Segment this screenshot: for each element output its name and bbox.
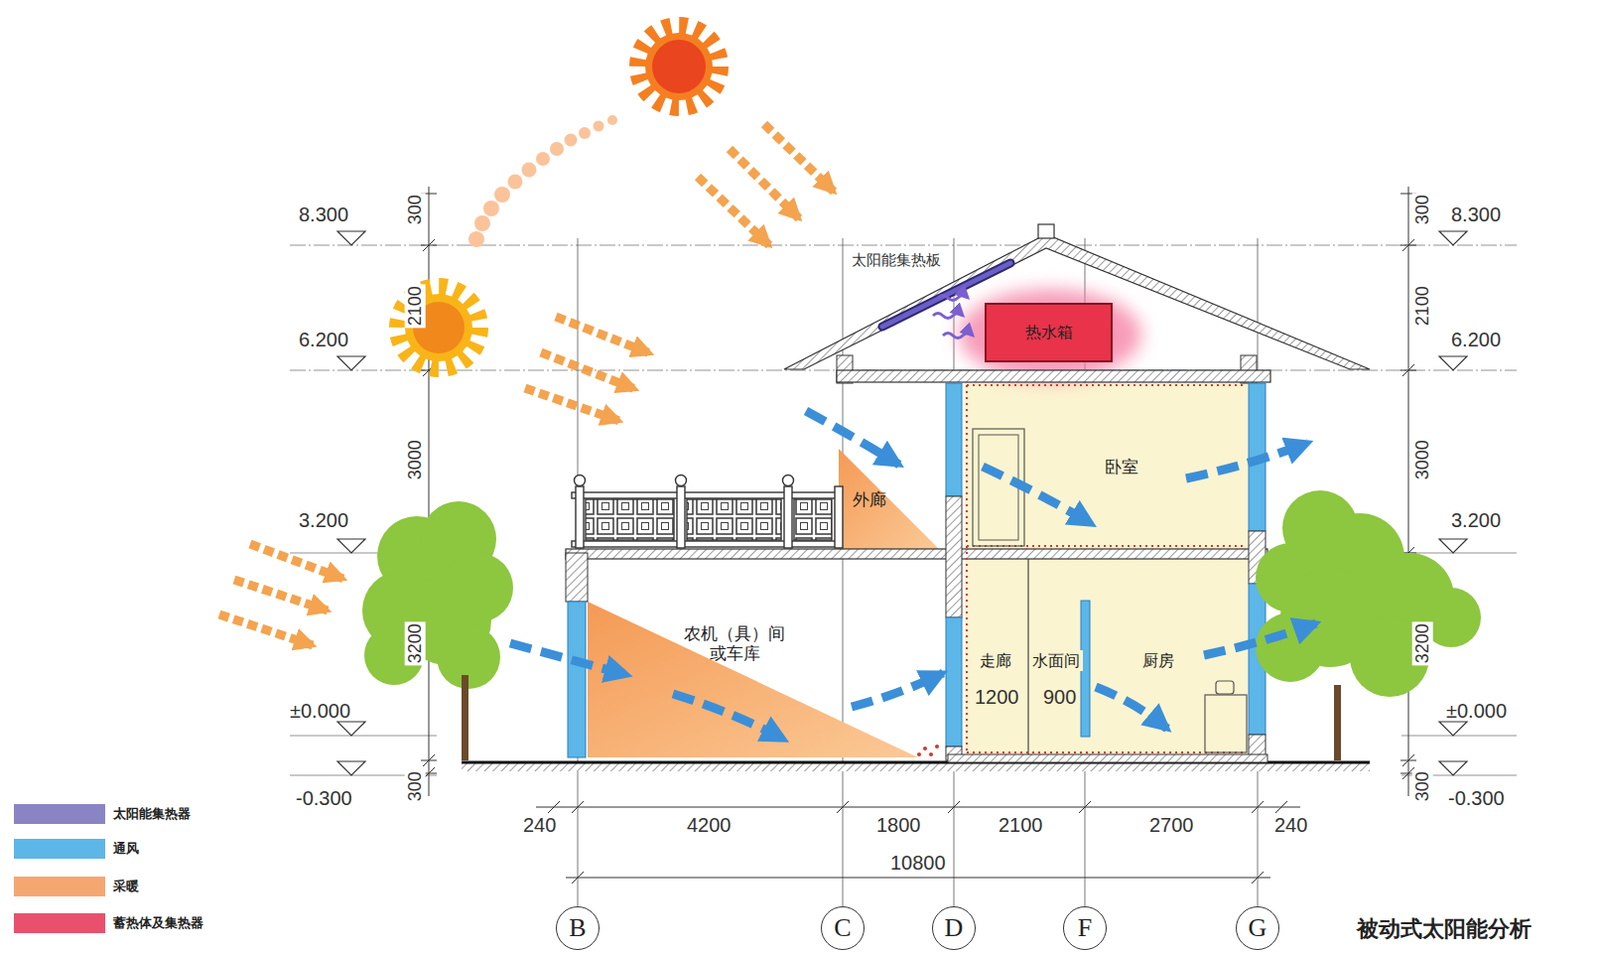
dimension-text: 300: [404, 769, 426, 803]
axis-bubble: D: [932, 906, 976, 950]
dimension-text: 3200: [404, 621, 426, 666]
dimension-value: 1200: [972, 685, 1022, 709]
node-text: 农机（具）间 或车库: [683, 623, 786, 664]
dimension-text: 2100: [1412, 283, 1434, 328]
dimension-text: 3200: [1412, 621, 1434, 666]
legend-swatch: [13, 803, 106, 824]
dimension-value: -0.300: [1448, 787, 1505, 810]
node-text: 热水箱: [1025, 322, 1073, 342]
dimension-value: 4200: [686, 813, 732, 837]
callout-text: 太阳能集热板: [849, 252, 943, 269]
node-text: D: [944, 912, 964, 943]
dimension-value: -0.300: [295, 787, 353, 810]
node-text: 水面间: [1032, 651, 1080, 670]
dimension-value: 900: [1041, 685, 1078, 709]
legend-swatch: [13, 876, 106, 897]
dimension-text: 3000: [404, 437, 426, 482]
dimension-value: 8.300: [1451, 203, 1501, 227]
dimension-value: 6.200: [298, 328, 349, 352]
dimension-value: 3.200: [1451, 509, 1501, 533]
axis-bubble: G: [1235, 906, 1280, 950]
dimension-value: 10800: [888, 851, 948, 875]
dimension-text: 2100: [404, 283, 426, 328]
dimension-value: 3.200: [298, 509, 349, 533]
room-label: 走廊: [976, 650, 1015, 671]
node-text: 外廊: [852, 489, 887, 510]
room-label: 卧室: [1101, 455, 1142, 478]
node-text: 厨房: [1142, 651, 1175, 670]
node-text: F: [1077, 912, 1092, 943]
dimension-value: ±0.000: [289, 699, 351, 723]
dimension-text: 300: [404, 192, 426, 227]
axis-bubble: F: [1063, 906, 1107, 950]
legend-text: 太阳能集热器: [113, 806, 191, 822]
dimension-value: 240: [523, 813, 556, 837]
node-text: 卧室: [1104, 456, 1139, 477]
room-label: 农机（具）间 或车库: [675, 622, 794, 666]
room-label: 厨房: [1139, 650, 1178, 671]
hot-water-tank: 热水箱: [984, 302, 1113, 363]
dimension-value: 8.300: [298, 203, 349, 227]
dimension-text: 300: [1412, 769, 1434, 803]
room-label: 外廊: [849, 488, 890, 511]
caption-text: 被动式太阳能分析: [1356, 916, 1532, 941]
axis-bubble: B: [555, 906, 600, 950]
dimension-value: ±0.000: [1446, 699, 1507, 723]
dimension-value: 2100: [998, 813, 1044, 837]
dimension-text: 3000: [1412, 437, 1434, 482]
room-label: 水面间: [1029, 650, 1083, 671]
legend-swatch: [13, 838, 106, 859]
dimension-value: 1800: [876, 813, 922, 837]
node-text: B: [568, 912, 586, 943]
legend-text: 蓄热体及集热器: [113, 916, 204, 932]
dimension-value: 2700: [1149, 813, 1195, 837]
axis-bubble: C: [820, 906, 865, 950]
node-text: C: [833, 912, 851, 943]
node-text: 走廊: [979, 651, 1012, 670]
legend-text: 通风: [113, 841, 139, 857]
dimension-value: 240: [1274, 813, 1308, 837]
legend-swatch: [13, 913, 106, 934]
dimension-text: 300: [1412, 192, 1434, 227]
legend-text: 采暖: [113, 879, 139, 895]
dimension-value: 6.200: [1451, 328, 1501, 352]
node-text: G: [1248, 912, 1268, 943]
